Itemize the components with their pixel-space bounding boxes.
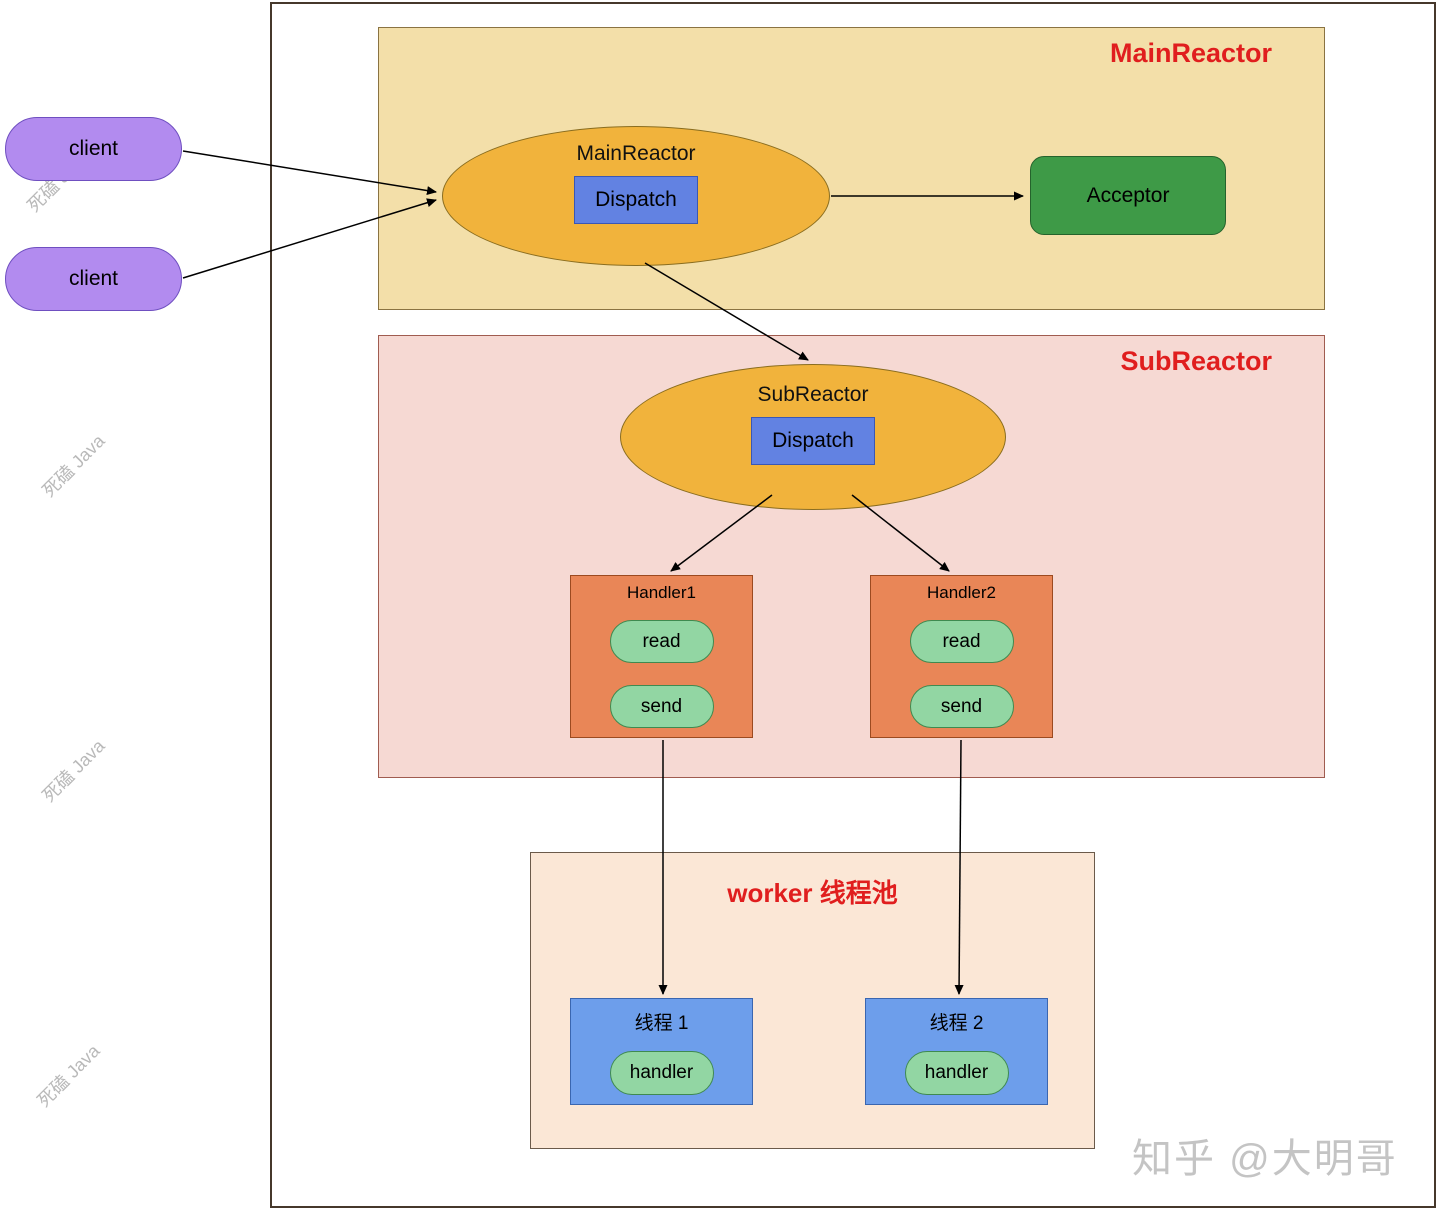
client-node-1: client (5, 117, 182, 181)
thread1-label: 线程 1 (634, 1013, 689, 1034)
main-reactor-section-title: MainReactor (1109, 38, 1272, 68)
thread2-handler-pill: handler (904, 1051, 1009, 1095)
main-reactor-ellipse-label: MainReactor (576, 142, 696, 165)
watermark-diagonal-3: 死磕 Java (38, 735, 109, 806)
handler1-label: Handler1 (627, 583, 696, 602)
handler2-send-pill: send (909, 685, 1014, 728)
main-reactor-dispatch-box: Dispatch (574, 176, 698, 224)
watermark-credit: 知乎 @大明哥 (1132, 1137, 1398, 1181)
thread1-handler-pill: handler (609, 1051, 714, 1095)
worker-pool-title: worker 线程池 (727, 878, 898, 908)
acceptor-box: Acceptor (1030, 156, 1226, 235)
thread1-box: 线程 1 handler (570, 998, 753, 1105)
watermark-diagonal-4: 死磕 Java (33, 1040, 104, 1111)
handler2-label: Handler2 (927, 583, 996, 602)
handler1-read-pill: read (609, 620, 714, 663)
client-node-2: client (5, 247, 182, 311)
outer-frame (270, 2, 1436, 1208)
sub-reactor-ellipse: SubReactor Dispatch (620, 364, 1006, 510)
sub-reactor-ellipse-label: SubReactor (757, 383, 869, 406)
sub-reactor-dispatch-box: Dispatch (751, 417, 875, 465)
main-reactor-ellipse: MainReactor Dispatch (442, 126, 830, 266)
thread2-label: 线程 2 (929, 1013, 984, 1034)
handler1-send-pill: send (609, 685, 714, 728)
handler2-read-pill: read (909, 620, 1014, 663)
thread2-box: 线程 2 handler (865, 998, 1048, 1105)
sub-reactor-section-title: SubReactor (1120, 346, 1272, 376)
handler2-box: Handler2 read send (870, 575, 1053, 738)
watermark-diagonal-2: 死磕 Java (38, 430, 109, 501)
handler1-box: Handler1 read send (570, 575, 753, 738)
